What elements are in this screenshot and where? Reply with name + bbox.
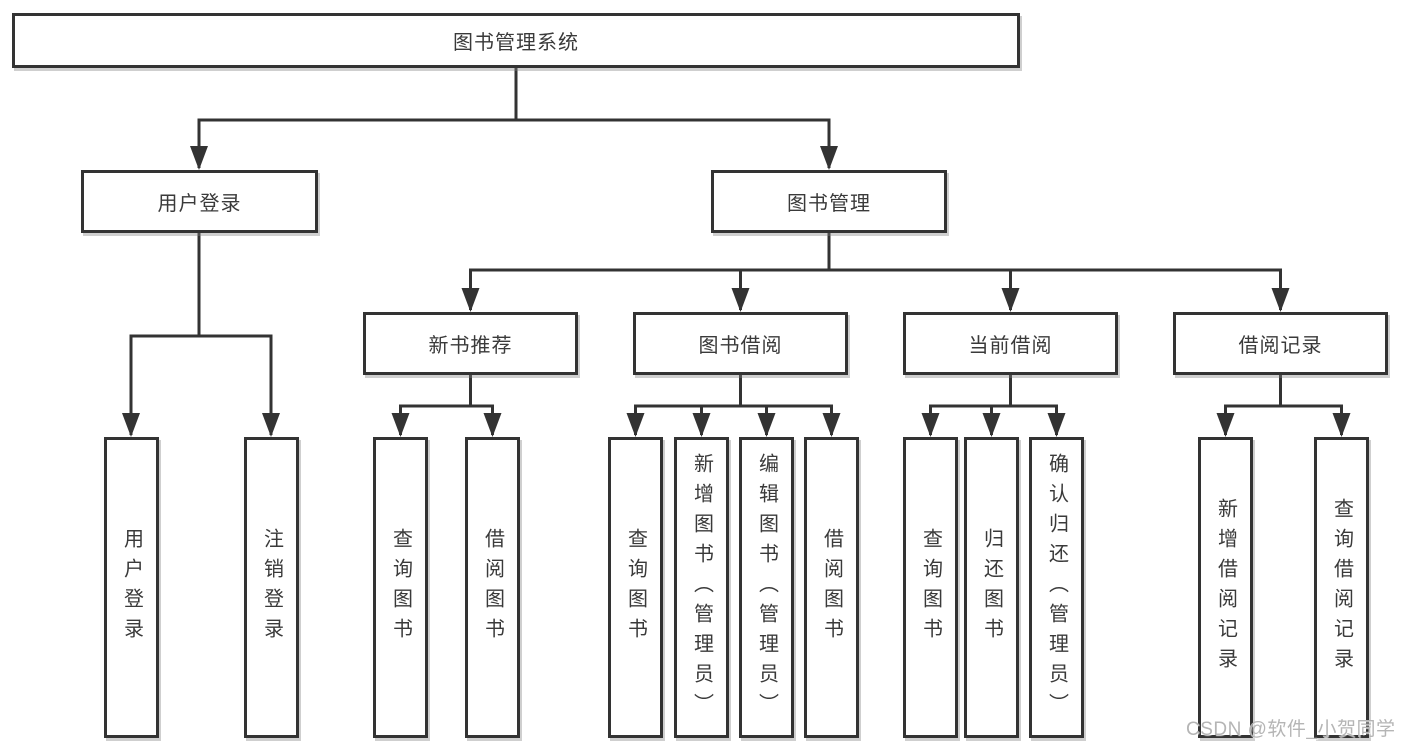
leaf-label: 注销登录 — [260, 527, 283, 648]
node-user-login: 用户登录 — [81, 170, 318, 233]
leaf-label: 归还图书 — [980, 527, 1003, 648]
leaf-current-query-books: 查询图书 — [903, 437, 958, 738]
leaf-borrowing-edit-books-admin: 编辑图书（管理员） — [739, 437, 794, 738]
leaf-label: 确认归还（管理员） — [1045, 452, 1068, 723]
node-library-management-system: 图书管理系统 — [12, 13, 1020, 68]
leaf-logout: 注销登录 — [244, 437, 299, 738]
leaf-borrowing-query-books: 查询图书 — [608, 437, 663, 738]
leaf-records-add-record: 新增借阅记录 — [1198, 437, 1253, 738]
leaf-current-return-books: 归还图书 — [964, 437, 1019, 738]
node-new-book-recommendation: 新书推荐 — [363, 312, 578, 375]
leaf-label: 查询图书 — [389, 527, 412, 648]
leaf-recommend-borrow-books: 借阅图书 — [465, 437, 520, 738]
leaf-user-login: 用户登录 — [104, 437, 159, 738]
node-current-borrowing: 当前借阅 — [903, 312, 1118, 375]
leaf-borrowing-borrow-books: 借阅图书 — [804, 437, 859, 738]
node-book-borrowing: 图书借阅 — [633, 312, 848, 375]
leaf-label: 借阅图书 — [481, 527, 504, 648]
leaf-records-query-record: 查询借阅记录 — [1314, 437, 1369, 738]
leaf-label: 新增借阅记录 — [1214, 497, 1237, 678]
leaf-label: 借阅图书 — [820, 527, 843, 648]
leaf-label: 编辑图书（管理员） — [755, 452, 778, 723]
leaf-label: 查询图书 — [919, 527, 942, 648]
leaf-label: 查询图书 — [624, 527, 647, 648]
arrowheads — [122, 146, 1351, 437]
leaf-label: 新增图书（管理员） — [690, 452, 713, 723]
node-book-management: 图书管理 — [711, 170, 947, 233]
leaf-label: 用户登录 — [120, 527, 143, 648]
node-borrowing-records: 借阅记录 — [1173, 312, 1388, 375]
csdn-watermark: CSDN @软件_小贺同学 — [1186, 719, 1396, 740]
leaf-recommend-query-books: 查询图书 — [373, 437, 428, 738]
leaf-current-confirm-return-admin: 确认归还（管理员） — [1029, 437, 1084, 738]
leaf-borrowing-add-books-admin: 新增图书（管理员） — [674, 437, 729, 738]
leaf-label: 查询借阅记录 — [1330, 497, 1353, 678]
